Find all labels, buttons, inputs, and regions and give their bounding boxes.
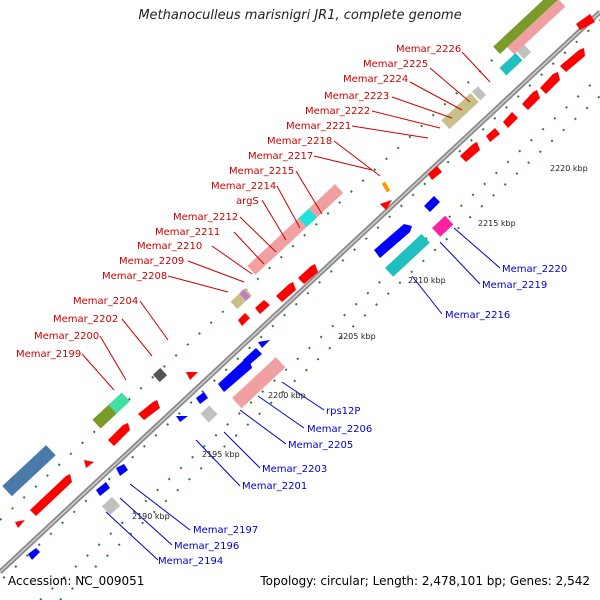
gene-label-memar-2214: Memar_2214 xyxy=(211,181,276,192)
gene-label-memar-2208: Memar_2208 xyxy=(102,271,167,282)
kbp-tick-labels: 2190 kbp 2195 kbp 2200 kbp 2205 kbp 2210… xyxy=(132,164,588,521)
gene-label-memar-2226: Memar_2226 xyxy=(396,44,461,55)
reverse-gene-labels: Memar_2194 Memar_2196 Memar_2197 Memar_2… xyxy=(158,264,567,567)
gene-label-memar-2223: Memar_2223 xyxy=(324,91,389,102)
gene-label-memar-2211: Memar_2211 xyxy=(155,227,220,238)
tick-label-2195: 2195 kbp xyxy=(202,450,240,459)
gene-label-memar-2224: Memar_2224 xyxy=(343,74,408,85)
tick-label-2200: 2200 kbp xyxy=(268,391,306,400)
forward-strand-genes xyxy=(2,0,595,528)
gene-label-memar-2200: Memar_2200 xyxy=(34,331,99,342)
reverse-strand-genes xyxy=(28,196,454,560)
gene-label-memar-2225: Memar_2225 xyxy=(363,59,428,70)
tick-label-2190: 2190 kbp xyxy=(132,512,170,521)
gene-label-memar-2219: Memar_2219 xyxy=(482,280,547,291)
gene-label-memar-2199: Memar_2199 xyxy=(16,349,81,360)
gene-label-args: argS xyxy=(236,196,259,207)
gene-label-memar-2209: Memar_2209 xyxy=(119,256,184,267)
topology-text: Topology: circular; Length: 2,478,101 bp… xyxy=(260,574,590,588)
tick-guides xyxy=(0,19,600,600)
forward-gene-labels: Memar_2199 Memar_2200 Memar_2202 Memar_2… xyxy=(16,44,461,360)
gene-label-memar-2203: Memar_2203 xyxy=(262,464,327,475)
gene-label-memar-2197: Memar_2197 xyxy=(193,525,258,536)
gene-label-memar-2221: Memar_2221 xyxy=(286,121,351,132)
gene-label-rps12p: rps12P xyxy=(326,406,360,417)
gene-label-memar-2216: Memar_2216 xyxy=(445,310,510,321)
gene-label-memar-2204: Memar_2204 xyxy=(73,296,138,307)
gene-label-memar-2202: Memar_2202 xyxy=(53,314,118,325)
tick-label-2220: 2220 kbp xyxy=(550,164,588,173)
genome-title: Methanoculleus marisnigri JR1, complete … xyxy=(138,8,462,23)
tick-label-2215: 2215 kbp xyxy=(478,219,516,228)
gene-label-memar-2217: Memar_2217 xyxy=(248,151,313,162)
tick-label-2205: 2205 kbp xyxy=(338,332,376,341)
gene-label-memar-2218: Memar_2218 xyxy=(267,136,332,147)
gene-label-memar-2206: Memar_2206 xyxy=(307,424,372,435)
accession-text: Accession: NC_009051 xyxy=(8,574,145,588)
gene-label-memar-2212: Memar_2212 xyxy=(173,212,238,223)
gene-label-memar-2222: Memar_2222 xyxy=(305,106,370,117)
tick-label-2210: 2210 kbp xyxy=(408,276,446,285)
gene-label-memar-2220: Memar_2220 xyxy=(502,264,567,275)
gene-label-memar-2201: Memar_2201 xyxy=(242,481,307,492)
gene-label-memar-2210: Memar_2210 xyxy=(137,241,202,252)
gene-label-memar-2205: Memar_2205 xyxy=(288,440,353,451)
gene-label-memar-2215: Memar_2215 xyxy=(229,166,294,177)
gene-label-memar-2196: Memar_2196 xyxy=(174,541,239,552)
gene-label-memar-2194: Memar_2194 xyxy=(158,556,223,567)
label-leader-lines xyxy=(81,51,501,561)
genome-backbone xyxy=(0,10,600,574)
